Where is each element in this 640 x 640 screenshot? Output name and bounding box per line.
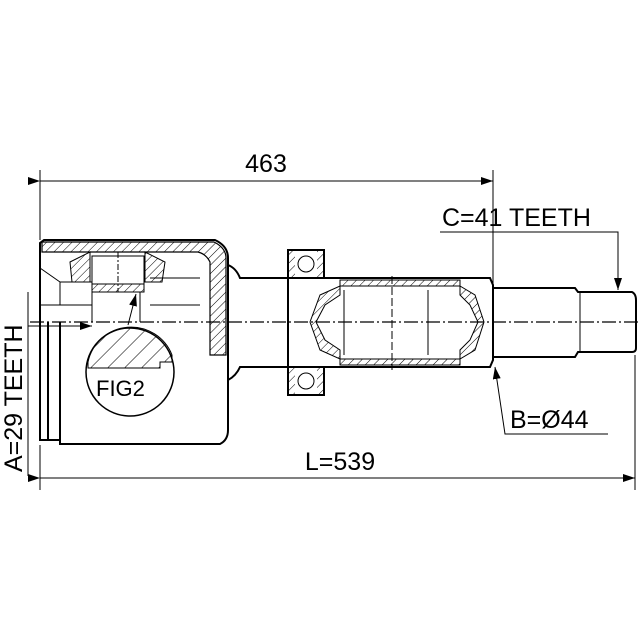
neck-shaft [227,264,290,381]
total-length-label: L=539 [305,448,375,476]
dimension-total-length: L=539 [28,355,636,490]
seal-diameter-label: B=Ø44 [510,406,589,434]
inner-spline-callout: A=29 TEETH [0,292,92,476]
fig2-detail: FIG2 [85,293,175,417]
support-bearing [287,249,325,396]
inner-housing [39,239,229,445]
seal-diameter-callout: B=Ø44 [492,366,608,435]
outer-spline-callout: C=41 TEETH [440,204,622,290]
outer-spline-stub [493,287,637,358]
fig2-label: FIG2 [96,376,145,401]
outer-spline-label: C=41 TEETH [442,204,591,232]
intermediate-shaft [288,276,494,370]
dimension-463: 463 [28,150,494,285]
inner-spline-label: A=29 TEETH [0,324,28,472]
dimension-463-label: 463 [245,150,287,178]
